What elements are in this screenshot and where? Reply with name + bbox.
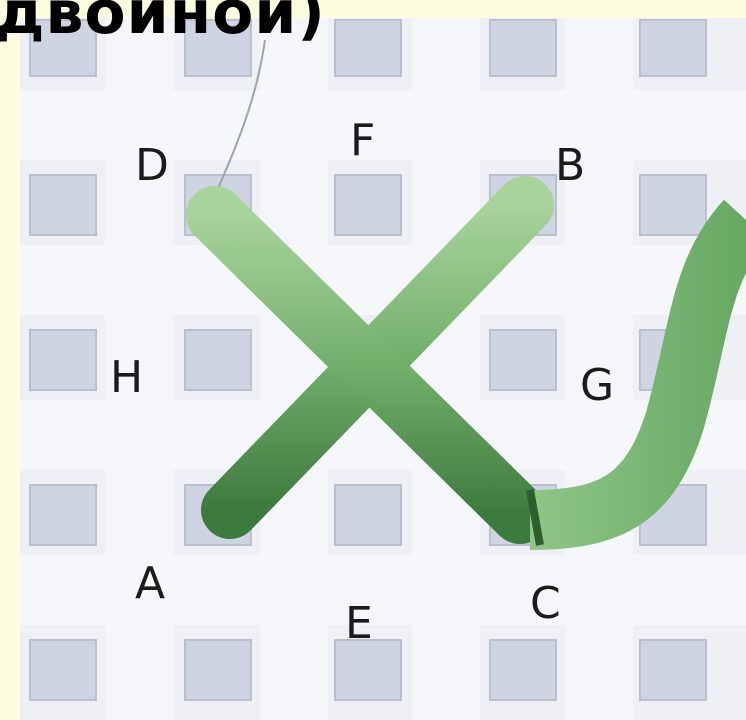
double-cross-stitch: [215, 205, 530, 528]
point-label-e: E: [345, 598, 373, 649]
page-title: двойной): [0, 0, 326, 48]
point-label-f: F: [350, 115, 375, 166]
point-label-c: C: [530, 578, 561, 629]
point-label-g: G: [580, 360, 614, 411]
point-label-b: B: [555, 140, 585, 191]
point-label-a: A: [135, 558, 165, 609]
point-label-d: D: [135, 140, 169, 191]
point-label-h: H: [110, 352, 143, 403]
